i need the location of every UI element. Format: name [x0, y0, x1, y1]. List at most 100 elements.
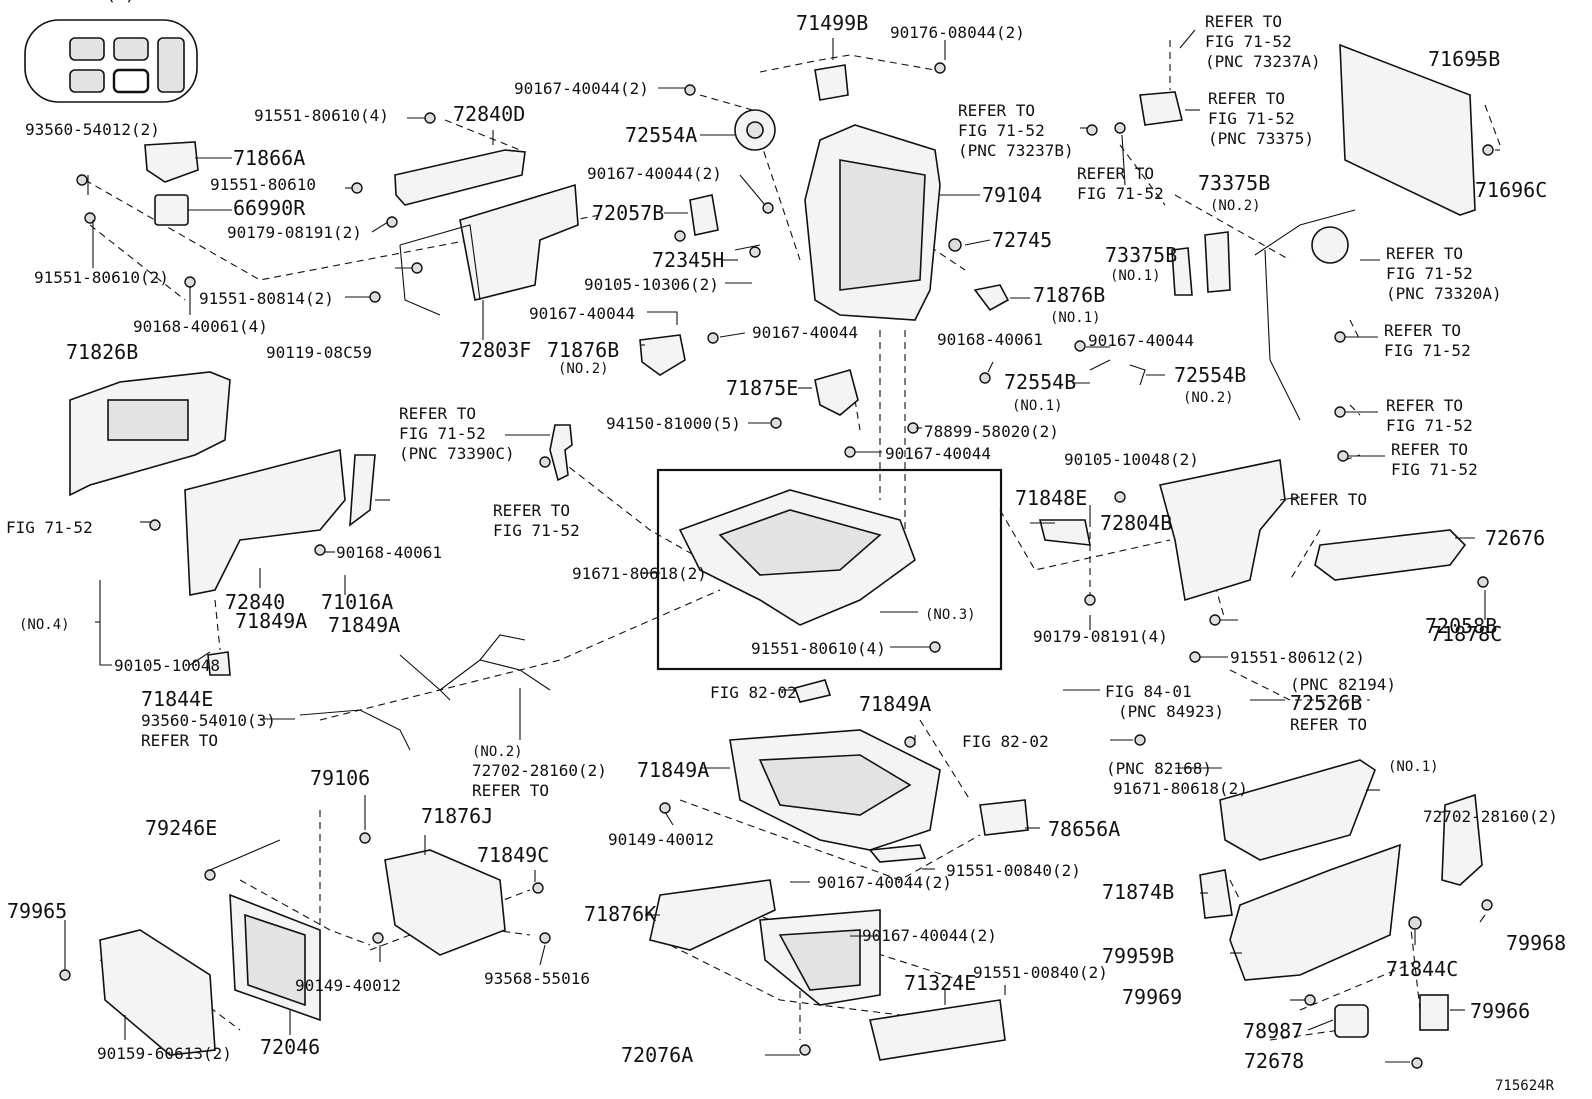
callout-label: 72676 [1485, 526, 1545, 550]
callout-label: 90167-40044(2) [862, 926, 997, 945]
callout-label: FIG 82-02 [962, 732, 1049, 751]
callout-label: 72526B [1290, 691, 1362, 715]
callout-label: FIG 71-52 [958, 121, 1045, 140]
callout-label: 71849A [637, 758, 709, 782]
callout-label: 78899-58020(2) [924, 422, 1059, 441]
callout-label: 71016A [321, 590, 393, 614]
callout-label: FIG 71-52 [1077, 184, 1164, 203]
callout-label: 66990R [233, 196, 306, 220]
callout-label: 79246E [145, 816, 217, 840]
callout-label: REFER TO [399, 404, 476, 423]
callout-label: FIG 71-52 [6, 518, 93, 537]
callout-label: FIG 71-52 [1386, 416, 1473, 435]
callout-label: 71876B [547, 338, 619, 362]
callout-label: FIG 82-02 [710, 683, 797, 702]
callout-label: REFER TO [1290, 715, 1367, 734]
callout-label: 90167-40044 [529, 304, 635, 323]
callout-label: 90167-40044(2) [0, 0, 135, 4]
callout-label: REFER TO [141, 731, 218, 750]
callout-label: 91671-80618(2) [572, 564, 707, 583]
callout-label: 90167-40044(2) [817, 873, 952, 892]
callout-label: 72554B [1004, 370, 1076, 394]
callout-label: (NO.1) [1110, 268, 1161, 284]
callout-label: 71324E [904, 971, 976, 995]
callout-label: (NO.1) [1388, 759, 1439, 775]
callout-label: FIG 71-52 [1208, 109, 1295, 128]
callout-label: 71878C [1430, 622, 1502, 646]
callout-label: 72058B [1425, 614, 1497, 638]
callout-label: 90179-08191(2) [227, 223, 362, 242]
callout-label: 93560-54012(2) [25, 120, 160, 139]
callout-label: 71844C [1386, 957, 1458, 981]
callout-label: 79959B [1102, 944, 1174, 968]
callout-label: (PNC 73237B) [958, 141, 1074, 160]
callout-label: FIG 71-52 [1391, 460, 1478, 479]
callout-label: 71849C [477, 843, 549, 867]
part-drawings [69, 43, 1483, 1061]
callout-label: 72803F [459, 338, 531, 362]
callout-label: REFER TO [1384, 321, 1461, 340]
leader-lines [64, 29, 1500, 1063]
callout-label: 90167-40044 [885, 444, 991, 463]
callout-label: (NO.3) [925, 607, 976, 623]
callout-label: 90167-40044(2) [514, 79, 649, 98]
callout-label: 90119-08C59 [266, 343, 372, 362]
callout-label: (NO.2) [472, 744, 523, 760]
callout-label: 79106 [310, 766, 370, 790]
callout-label: 71876J [421, 804, 493, 828]
callout-label: (NO.4) [19, 617, 70, 633]
callout-label: (NO.1) [1012, 398, 1063, 414]
callout-label: 72076A [621, 1043, 693, 1067]
callout-label: 91551-80814(2) [199, 289, 334, 308]
callout-label: 71876B [1033, 283, 1105, 307]
callout-label: 72345H [652, 248, 724, 272]
callout-label: 71849A [859, 692, 931, 716]
callout-label: 90168-40061 [336, 543, 442, 562]
callout-label: REFER TO [1205, 12, 1282, 31]
callout-label: 90167-40044(2) [587, 164, 722, 183]
callout-label: (PNC 73237A) [1205, 52, 1321, 71]
seat-locator-icon [24, 19, 198, 103]
callout-label: 90179-08191(4) [1033, 627, 1168, 646]
callout-label: (PNC 82194) [1290, 675, 1396, 694]
callout-label: (NO.1) [1050, 310, 1101, 326]
callout-label: FIG 84-01 [1105, 682, 1192, 701]
callout-label: (NO.2) [558, 361, 609, 377]
callout-label: 90168-40061(4) [133, 317, 268, 336]
callout-label: 79965 [7, 899, 67, 923]
callout-label: 91551-80610 [210, 175, 316, 194]
callout-label: 71876K [584, 902, 656, 926]
callout-label: 71849A [328, 613, 400, 637]
callout-label: 72678 [1244, 1049, 1304, 1073]
callout-label: FIG 71-52 [1205, 32, 1292, 51]
callout-label: 90159-60613(2) [97, 1044, 232, 1063]
callout-label: 71875E [726, 376, 798, 400]
callout-label: 90105-10048(2) [1064, 450, 1199, 469]
callout-label: 72057B [592, 201, 664, 225]
callout-label: REFER TO [1290, 490, 1367, 509]
callout-label: 91551-00840(2) [973, 963, 1108, 982]
callout-label: 72804B [1100, 511, 1172, 535]
callout-label: (PNC 82168) [1106, 759, 1212, 778]
callout-label: 90149-40012 [608, 830, 714, 849]
callout-label: 73375B [1198, 171, 1270, 195]
callout-label: REFER TO [1208, 89, 1285, 108]
callout-label: 90176-08044(2) [890, 23, 1025, 42]
callout-label: 71866A [233, 146, 305, 170]
callout-label: 78987 [1243, 1019, 1303, 1043]
callout-label: 78656A [1048, 817, 1120, 841]
callout-label: 71696C [1475, 178, 1547, 202]
callout-label: 91551-80612(2) [1230, 648, 1365, 667]
callout-label: REFER TO [958, 101, 1035, 120]
callout-label: 90167-40044 [752, 323, 858, 342]
callout-label: 72840 [225, 590, 285, 614]
callout-label: 93560-54010(3) [141, 711, 276, 730]
callout-label: REFER TO [493, 501, 570, 520]
callout-label: 73375B [1105, 243, 1177, 267]
callout-label: 79969 [1122, 985, 1182, 1009]
callout-label: (PNC 73390C) [399, 444, 515, 463]
callout-label: REFER TO [1077, 164, 1154, 183]
